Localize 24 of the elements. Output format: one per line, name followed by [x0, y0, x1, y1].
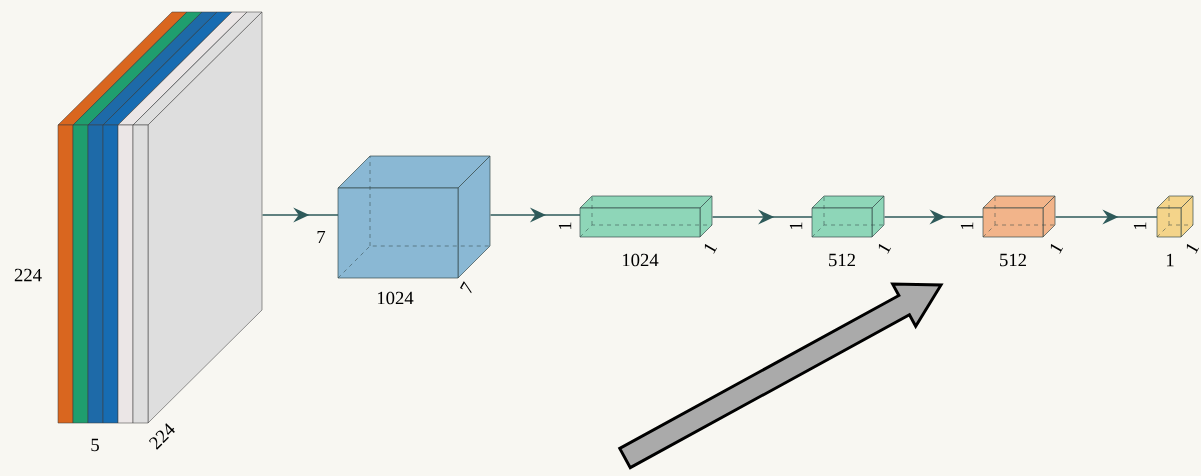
dimension-label: 1 — [878, 244, 892, 254]
dimension-label: 224 — [148, 423, 175, 450]
layer-block — [1156, 195, 1194, 238]
dimension-label: 5 — [91, 438, 99, 452]
dimension-label: 224 — [14, 268, 42, 282]
dimension-label: 1024 — [623, 253, 659, 267]
dimension-label: 1024 — [377, 291, 414, 305]
dimension-label: 1 — [558, 222, 572, 230]
dimension-label: 512 — [829, 253, 855, 267]
dimension-label: 1 — [960, 222, 974, 230]
dimension-label: 1 — [1133, 222, 1147, 230]
dimension-label: 1 — [1167, 253, 1174, 267]
dimension-label: 1 — [1050, 244, 1064, 254]
layer-block — [982, 195, 1056, 238]
layer-block — [811, 195, 885, 238]
dimension-label: 7 — [317, 230, 326, 244]
layer-block — [337, 155, 491, 279]
layer-block — [579, 195, 713, 238]
dimension-label: 1 — [1186, 244, 1200, 254]
dimension-label: 512 — [1000, 253, 1026, 267]
dimension-label: 7 — [459, 281, 472, 294]
input-layers-drawing — [57, 11, 263, 424]
dimension-label: 1 — [704, 244, 718, 254]
dimension-label: 1 — [789, 222, 803, 230]
